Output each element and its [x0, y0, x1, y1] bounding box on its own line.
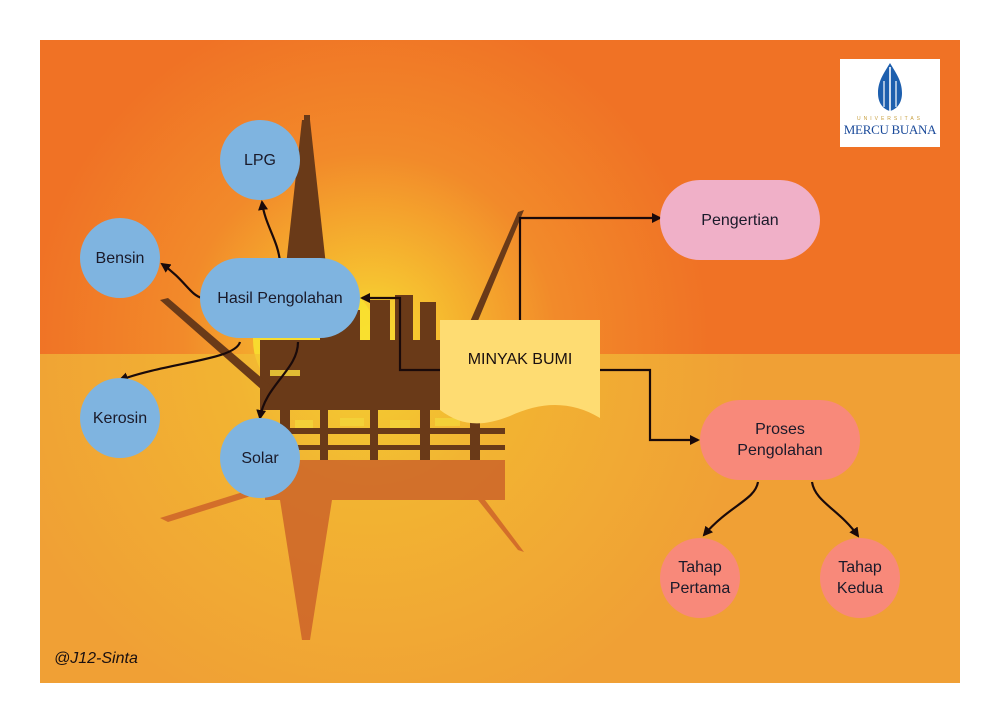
node-kerosin[interactable]: Kerosin: [80, 378, 160, 458]
node-tahap-pertama-line2: Pertama: [669, 580, 731, 597]
node-proses-label-line2: Pengolahan: [737, 442, 823, 459]
central-node-label: MINYAK BUMI: [467, 351, 573, 368]
flame-emblem-icon: [878, 63, 902, 111]
node-solar[interactable]: Solar: [220, 418, 300, 498]
node-proses-pengolahan[interactable]: Proses Pengolahan: [700, 400, 860, 480]
node-pengertian[interactable]: Pengertian: [660, 180, 820, 260]
node-bensin-label: Bensin: [95, 249, 145, 267]
author-credit: @J12-Sinta: [54, 650, 138, 667]
central-node-minyak-bumi[interactable]: MINYAK BUMI: [440, 320, 600, 400]
node-hasil-pengolahan[interactable]: Hasil Pengolahan: [200, 258, 360, 338]
node-tahap-kedua-line2: Kedua: [836, 580, 884, 597]
node-lpg[interactable]: LPG: [220, 120, 300, 200]
node-proses-label-line1: Proses: [755, 421, 805, 438]
node-hasil-pengolahan-label: Hasil Pengolahan: [217, 289, 343, 307]
node-solar-label: Solar: [241, 449, 279, 467]
node-pengertian-label: Pengertian: [701, 211, 779, 229]
node-tahap-kedua-line1: Tahap: [838, 559, 882, 576]
node-bensin[interactable]: Bensin: [80, 218, 160, 298]
logo-name: MERCU BUANA: [843, 122, 937, 137]
node-tahap-kedua[interactable]: Tahap Kedua: [820, 538, 900, 618]
node-tahap-pertama-line1: Tahap: [678, 559, 722, 576]
logo-subtitle: UNIVERSITAS: [857, 116, 923, 122]
university-logo: UNIVERSITAS MERCU BUANA: [840, 59, 940, 147]
rig-reflection: [160, 460, 524, 640]
diagram-canvas: MINYAK BUMI Pengertian Proses Pengolahan…: [40, 40, 960, 683]
node-kerosin-label: Kerosin: [92, 409, 148, 427]
node-tahap-pertama[interactable]: Tahap Pertama: [660, 538, 740, 618]
node-lpg-label: LPG: [243, 151, 276, 169]
